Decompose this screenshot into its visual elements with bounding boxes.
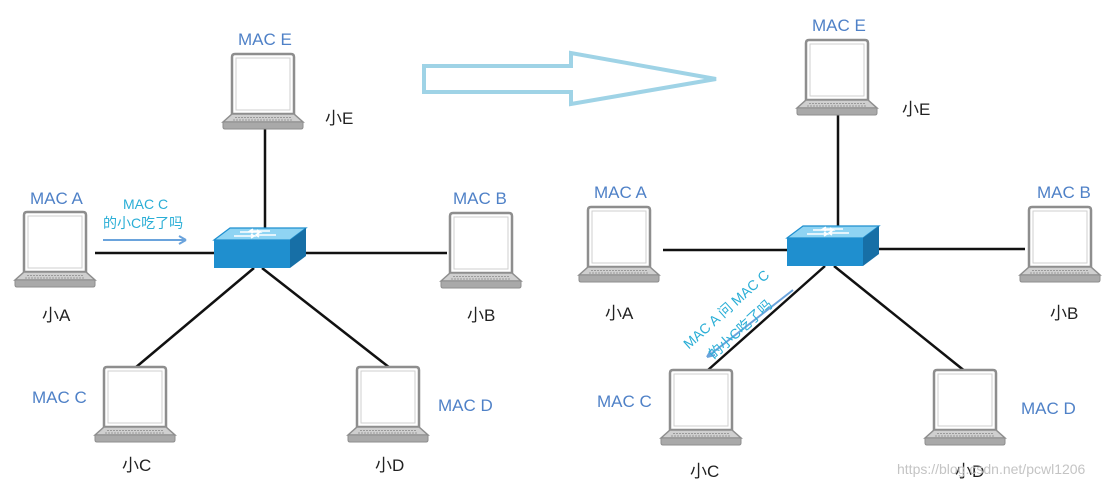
left-laptop-c xyxy=(93,365,177,444)
left-laptop-a xyxy=(13,210,97,289)
left-link-c xyxy=(134,267,255,369)
right-mac-c-label: MAC C xyxy=(597,392,652,411)
left-name-c-label: 小C xyxy=(122,456,152,475)
right-laptop-d xyxy=(923,368,1007,447)
left-mac-a-label: MAC A xyxy=(30,189,83,208)
left-mac-b-label: MAC B xyxy=(453,189,507,208)
left-mac-d-label: MAC D xyxy=(438,396,493,415)
left-name-e-label: 小E xyxy=(325,109,354,128)
left-link-d xyxy=(261,267,391,369)
right-mac-d-label: MAC D xyxy=(1021,399,1076,418)
left-laptop-d xyxy=(346,365,430,444)
left-switch xyxy=(213,227,307,269)
left-laptop-b xyxy=(439,211,523,290)
right-switch xyxy=(786,225,880,267)
right-laptop-c xyxy=(659,368,743,447)
left-name-a-label: 小A xyxy=(42,306,71,325)
right-mac-a-label: MAC A xyxy=(594,183,647,202)
right-name-c-label: 小C xyxy=(690,462,720,481)
watermark-text: https://blog.csdn.net/pcwl1206 xyxy=(897,461,1086,477)
right-message-arrow xyxy=(706,289,794,358)
left-mac-c-label: MAC C xyxy=(32,388,87,407)
right-mac-b-label: MAC B xyxy=(1037,183,1091,202)
right-name-a-label: 小A xyxy=(605,304,634,323)
right-link-d xyxy=(833,265,967,373)
right-name-e-label: 小E xyxy=(902,100,931,119)
left-laptop-e xyxy=(221,52,305,131)
right-link-c xyxy=(707,265,826,371)
right-name-b-label: 小B xyxy=(1050,304,1079,323)
transition-arrow xyxy=(422,50,717,107)
left-message-line1: MAC C xyxy=(123,196,169,212)
right-laptop-b xyxy=(1018,205,1102,284)
right-mac-e-label: MAC E xyxy=(812,16,866,35)
left-message-line2: 的小C吃了吗 xyxy=(103,215,184,231)
right-laptop-a xyxy=(577,205,661,284)
left-name-d-label: 小D xyxy=(375,456,405,475)
left-mac-e-label: MAC E xyxy=(238,30,292,49)
right-laptop-e xyxy=(795,38,879,117)
left-name-b-label: 小B xyxy=(467,306,496,325)
right-name-d-label: 小D xyxy=(955,462,985,481)
